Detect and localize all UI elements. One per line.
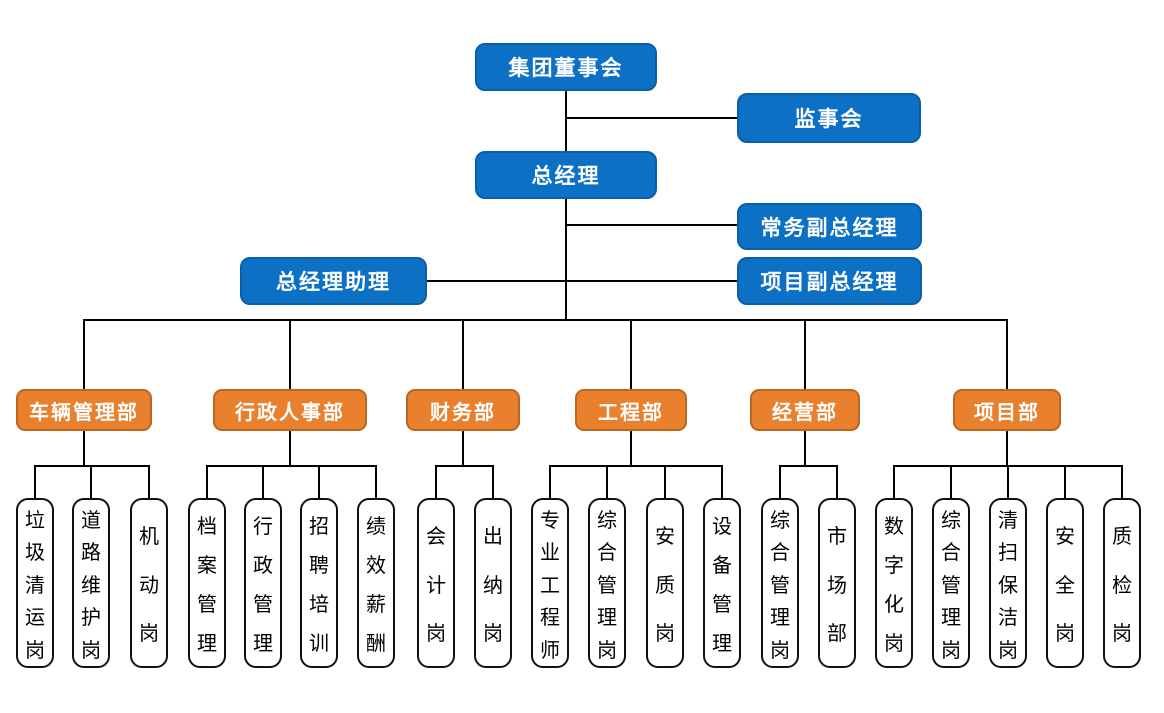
position-label: 安全岗 (1055, 525, 1075, 646)
connector-line (550, 465, 722, 467)
position-box: 出纳岗 (474, 498, 512, 668)
connector-line (1064, 465, 1066, 498)
connector-line (34, 465, 36, 498)
position-label: 综合管理岗 (770, 509, 790, 662)
position-label: 会计岗 (426, 525, 446, 646)
connector-line (289, 431, 291, 466)
position-label: 市场部 (827, 525, 847, 646)
position-label: 专业工程师 (540, 509, 560, 662)
connector-line (83, 319, 85, 389)
connector-line (207, 465, 376, 467)
connector-line (83, 431, 85, 466)
connector-line (836, 465, 838, 498)
position-box: 数字化岗 (875, 498, 913, 668)
node-supervisory-board: 监事会 (737, 93, 921, 143)
connector-line (84, 319, 1007, 321)
position-label: 道路维护岗 (81, 509, 101, 662)
position-box: 安质岗 (646, 498, 684, 668)
connector-line (664, 465, 666, 498)
connector-line (1121, 465, 1123, 498)
connector-line (630, 431, 632, 466)
connector-line (549, 465, 551, 498)
position-label: 垃圾清运岗 (25, 509, 45, 662)
position-box: 综合管理岗 (761, 498, 799, 668)
position-box: 道路维护岗 (72, 498, 110, 668)
connector-line (565, 91, 567, 151)
dept-box-vehicle-management: 车辆管理部 (16, 389, 152, 431)
connector-line (262, 465, 264, 498)
position-label: 清扫保洁岗 (998, 509, 1018, 662)
connector-line (606, 465, 608, 498)
connector-line (206, 465, 208, 498)
connector-line (565, 199, 567, 320)
connector-line (804, 431, 806, 466)
position-box: 综合管理岗 (588, 498, 626, 668)
position-label: 数字化岗 (884, 516, 904, 655)
connector-line (630, 319, 632, 389)
connector-line (566, 117, 737, 119)
position-label: 出纳岗 (483, 525, 503, 646)
connector-line (1007, 465, 1009, 498)
connector-line (780, 465, 837, 467)
position-box: 市场部 (818, 498, 856, 668)
dept-box-business-operations: 经营部 (750, 389, 860, 431)
position-label: 设备管理 (712, 516, 732, 655)
connector-line (90, 465, 92, 498)
connector-line (721, 465, 723, 498)
dept-box-finance: 财务部 (406, 389, 520, 431)
position-box: 机动岗 (130, 498, 168, 668)
dept-box-engineering: 工程部 (575, 389, 687, 431)
position-label: 档案管理 (197, 516, 217, 655)
node-project-deputy-general-manager: 项目副总经理 (737, 257, 922, 305)
position-label: 综合管理岗 (597, 509, 617, 662)
connector-line (1006, 319, 1008, 389)
connector-line (492, 465, 494, 498)
connector-line (779, 465, 781, 498)
position-label: 机动岗 (139, 525, 159, 646)
connector-line (35, 465, 149, 467)
dept-box-admin-hr: 行政人事部 (213, 389, 367, 431)
position-box: 垃圾清运岗 (16, 498, 54, 668)
position-box: 综合管理岗 (932, 498, 970, 668)
position-box: 清扫保洁岗 (989, 498, 1027, 668)
position-box: 绩效薪酬 (357, 498, 395, 668)
position-label: 质检岗 (1112, 525, 1132, 646)
connector-line (427, 280, 737, 282)
position-box: 行政管理 (244, 498, 282, 668)
position-label: 招聘培训 (309, 516, 329, 655)
position-label: 行政管理 (253, 516, 273, 655)
connector-line (566, 224, 737, 226)
position-box: 档案管理 (188, 498, 226, 668)
connector-line (375, 465, 377, 498)
node-group-board-of-directors: 集团董事会 (475, 43, 657, 91)
position-box: 设备管理 (703, 498, 741, 668)
connector-line (462, 431, 464, 466)
connector-line (148, 465, 150, 498)
connector-line (289, 319, 291, 389)
connector-line (435, 465, 437, 498)
position-label: 综合管理岗 (941, 509, 961, 662)
node-general-manager: 总经理 (475, 151, 657, 199)
position-label: 安质岗 (655, 525, 675, 646)
connector-line (1006, 431, 1008, 466)
position-box: 安全岗 (1046, 498, 1084, 668)
connector-line (893, 465, 895, 498)
position-box: 专业工程师 (531, 498, 569, 668)
connector-line (436, 465, 493, 467)
position-label: 绩效薪酬 (366, 516, 386, 655)
connector-line (804, 319, 806, 389)
node-executive-deputy-general-manager: 常务副总经理 (737, 203, 922, 250)
position-box: 质检岗 (1103, 498, 1141, 668)
position-box: 招聘培训 (300, 498, 338, 668)
position-box: 会计岗 (417, 498, 455, 668)
node-general-manager-assistant: 总经理助理 (240, 257, 427, 305)
dept-box-project: 项目部 (953, 389, 1061, 431)
connector-line (950, 465, 952, 498)
connector-line (462, 319, 464, 389)
connector-line (318, 465, 320, 498)
